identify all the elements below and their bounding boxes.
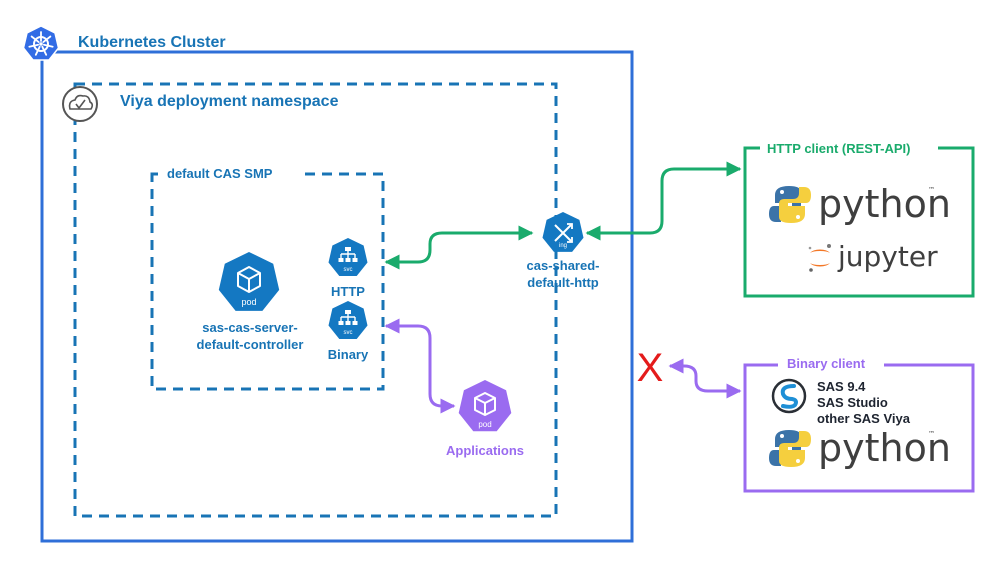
binary-service-label: Binary (328, 347, 369, 362)
python-logo-icon (769, 186, 811, 223)
ingress-label-line1: cas-shared- (527, 258, 600, 273)
namespace-label: Viya deployment namespace (120, 93, 339, 110)
pod-icon-text: pod (241, 297, 256, 307)
svc-icon-text-binary: svc (344, 330, 353, 336)
sas-logo-icon (771, 378, 807, 414)
applications-pod-icon: pod (458, 380, 512, 432)
python-trademark: ™ (928, 186, 935, 194)
ing-icon-text: ing (559, 243, 567, 249)
kubernetes-helm-icon (22, 25, 60, 61)
sas94-label: SAS 9.4 (817, 379, 866, 394)
blocked-mark: X (637, 346, 664, 390)
svc-icon-text-http: svc (344, 267, 353, 273)
http-client-label: HTTP client (REST-API) (767, 141, 911, 156)
python-logo-icon-binary (769, 430, 811, 467)
pod-label-line2: default-controller (197, 337, 304, 352)
cluster-label: Kubernetes Cluster (78, 34, 226, 51)
jupyter-logo-icon (808, 244, 831, 272)
namespace-cloud-icon (62, 86, 98, 122)
http-to-ingress-connector (384, 225, 534, 270)
cas-smp-label: default CAS SMP (167, 166, 273, 181)
cas-smp-label-bg (158, 162, 298, 184)
pod-label-line1: sas-cas-server- (202, 320, 297, 335)
namespace-box (73, 82, 558, 518)
binary-client-label: Binary client (787, 356, 866, 371)
app-pod-icon-text: pod (478, 420, 491, 429)
cas-smp-box (150, 172, 385, 391)
python-wordmark: python (818, 182, 951, 226)
blocked-to-binary-client-connector (668, 358, 742, 399)
http-client-label-bg (760, 138, 938, 158)
ingress-label-line2: default-http (527, 275, 599, 290)
other-viya-label: other SAS Viya (817, 411, 911, 426)
binary-client-label-bg (778, 354, 884, 374)
jupyter-wordmark: jupyter (837, 240, 938, 273)
python-wordmark-binary: python (818, 426, 951, 470)
ingress-to-http-client-connector (585, 161, 742, 241)
http-service-icon: svc (328, 238, 368, 276)
sas-studio-label: SAS Studio (817, 395, 888, 410)
ingress-icon: ing (542, 212, 584, 252)
binary-to-applications-connector (384, 318, 456, 414)
python-trademark-binary: ™ (928, 430, 935, 438)
kubernetes-cluster-box (40, 50, 634, 543)
http-service-label: HTTP (331, 284, 365, 299)
applications-label: Applications (446, 443, 524, 458)
cas-controller-pod-icon: pod (218, 252, 280, 311)
binary-service-icon: svc (328, 301, 368, 339)
